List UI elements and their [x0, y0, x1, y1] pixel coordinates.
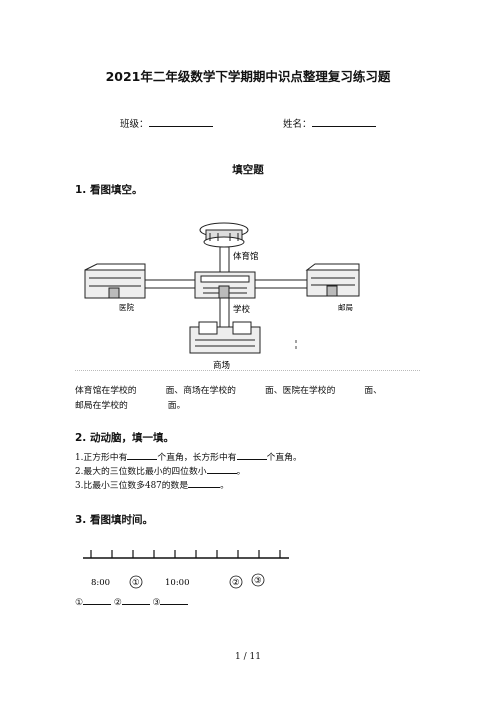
marker-1-circle [129, 575, 143, 589]
name-blank[interactable] [311, 117, 376, 127]
name-field: 姓名： [283, 116, 376, 130]
q2-line-2: 2.最大的三位数比最小的四位数小 。 [75, 464, 245, 477]
q3-ans-blank-2[interactable] [121, 596, 150, 605]
hospital-label: 医院 [119, 302, 134, 312]
figure-separator [75, 370, 420, 371]
time-10: 10:00 [165, 578, 190, 588]
q2-3-blank[interactable] [188, 479, 221, 488]
post-office-building [305, 263, 360, 297]
mall-building [189, 321, 261, 354]
gym-building [199, 222, 249, 248]
marker-3-circle [251, 573, 265, 587]
post-office-label: 邮局 [338, 302, 353, 312]
q1-text-a: 体育馆在学校的 [75, 386, 137, 396]
class-label: 班级： [120, 119, 149, 130]
q2-1-text-a: 1.正方形中有 [75, 453, 128, 463]
q3-ans-label-3: ③ [152, 598, 161, 608]
page-number: 1 / 11 [235, 652, 261, 662]
q3-answer-line: ① ② ③ [75, 596, 189, 608]
marker-2-circle [229, 575, 243, 589]
timeline-ticks [90, 550, 281, 558]
q2-heading: 2. 动动脑，填一填。 [75, 432, 174, 444]
q2-2-blank[interactable] [206, 465, 237, 474]
q2-2-text-b: 。 [236, 467, 246, 477]
q1-line-1: 体育馆在学校的 面、商场在学校的 面、医院在学校的 面、 [75, 383, 382, 396]
school-label: 学校 [233, 304, 251, 315]
q3-ans-label-1: ① [75, 598, 83, 608]
q2-3-text-b: 。 [220, 481, 229, 491]
mall-label: 商场 [213, 360, 230, 371]
school-map-figure: 体育馆 学校 医院 邮局 商场 [84, 222, 360, 371]
hospital-building [84, 263, 146, 299]
q1-text-c: 面、医院在学校的 [264, 386, 336, 396]
q2-line-1: 1.正方形中有 个直角，长方形中有 个直角。 [75, 450, 302, 463]
q1-text-b: 面、商场在学校的 [165, 386, 236, 396]
q1-heading: 1. 看图填空。 [75, 184, 143, 196]
q2-line-3: 3.比最小三位数多487的数是 。 [75, 478, 229, 491]
class-field: 班级： [120, 116, 213, 130]
q3-ans-label-2: ② [113, 598, 122, 608]
school-building [194, 271, 256, 299]
q1-text-d: 面、 [364, 386, 382, 396]
q3-heading: 3. 看图填时间。 [75, 514, 153, 526]
q2-2-text-a: 2.最大的三位数比最小的四位数小 [75, 467, 207, 477]
q2-3-text-a: 3.比最小三位数多487的数是 [75, 481, 189, 491]
q2-1-text-c: 个直角。 [266, 453, 302, 463]
class-blank[interactable] [148, 117, 213, 127]
marker-3: ③ [254, 576, 262, 586]
marker-2: ② [232, 578, 240, 588]
q2-1-text-b: 个直角，长方形中有 [157, 453, 237, 463]
q3-ans-blank-1[interactable] [82, 596, 111, 605]
gym-label: 体育馆 [233, 251, 259, 262]
q1-text-f: 面。 [167, 401, 186, 411]
time-8: 8:00 [91, 578, 110, 588]
timeline-figure: 8:00 ① 10:00 ② ③ [83, 550, 289, 589]
marker-1: ① [132, 578, 140, 588]
q1-line-2: 邮局在学校的 面。 [75, 398, 185, 411]
q2-1-blank-1[interactable] [127, 451, 158, 460]
q1-text-e: 邮局在学校的 [75, 401, 128, 411]
q2-1-blank-2[interactable] [236, 451, 267, 460]
document-title: 2021年二年级数学下学期期中识点整理复习练习题 [105, 69, 391, 84]
section-title: 填空题 [232, 164, 264, 176]
name-label: 姓名： [283, 119, 312, 130]
q3-ans-blank-3[interactable] [160, 596, 189, 605]
